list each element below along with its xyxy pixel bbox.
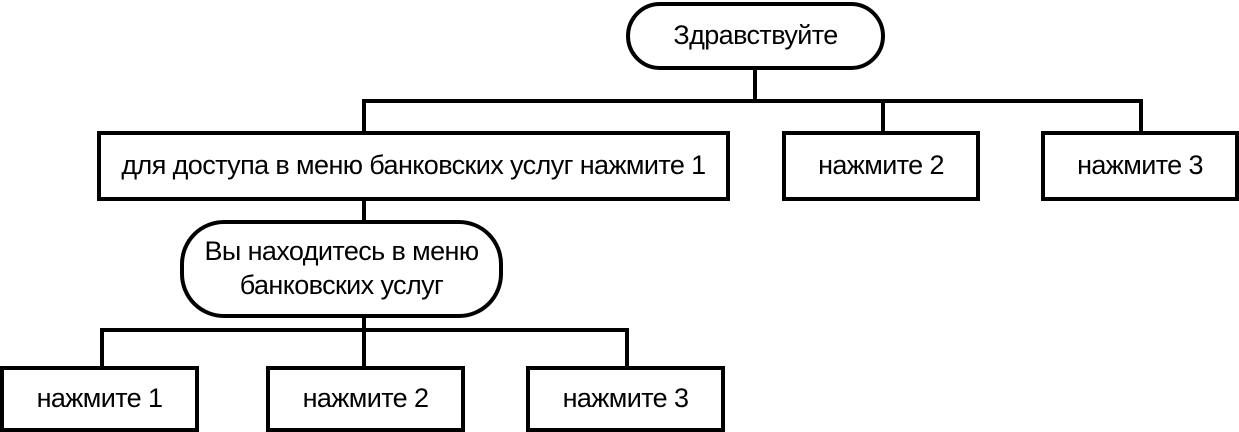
sub3-label: нажмите 3 <box>562 383 689 414</box>
banking-menu-label-line2: банковских услуг <box>239 270 444 300</box>
sub1-label: нажмите 1 <box>36 383 163 414</box>
option1-node: для доступа в меню банковских услуг нажм… <box>97 131 730 201</box>
option3-node: нажмите 3 <box>1041 131 1239 201</box>
option1-label: для доступа в меню банковских услуг нажм… <box>121 150 706 181</box>
option2-node: нажмите 2 <box>782 131 980 201</box>
option3-label: нажмите 3 <box>1077 150 1203 181</box>
banking-menu-label-line1: Вы находитесь в меню <box>204 236 479 267</box>
sub2-label: нажмите 2 <box>302 383 429 414</box>
sub1-node: нажмите 1 <box>0 366 199 432</box>
banking-menu-node: Вы находитесь в меню банковских услуг <box>180 220 503 318</box>
greeting-label: Здравствуйте <box>673 20 838 51</box>
sub2-node: нажмите 2 <box>266 366 465 432</box>
sub3-node: нажмите 3 <box>526 366 725 432</box>
greeting-node: Здравствуйте <box>626 2 885 70</box>
option2-label: нажмите 2 <box>818 150 944 181</box>
